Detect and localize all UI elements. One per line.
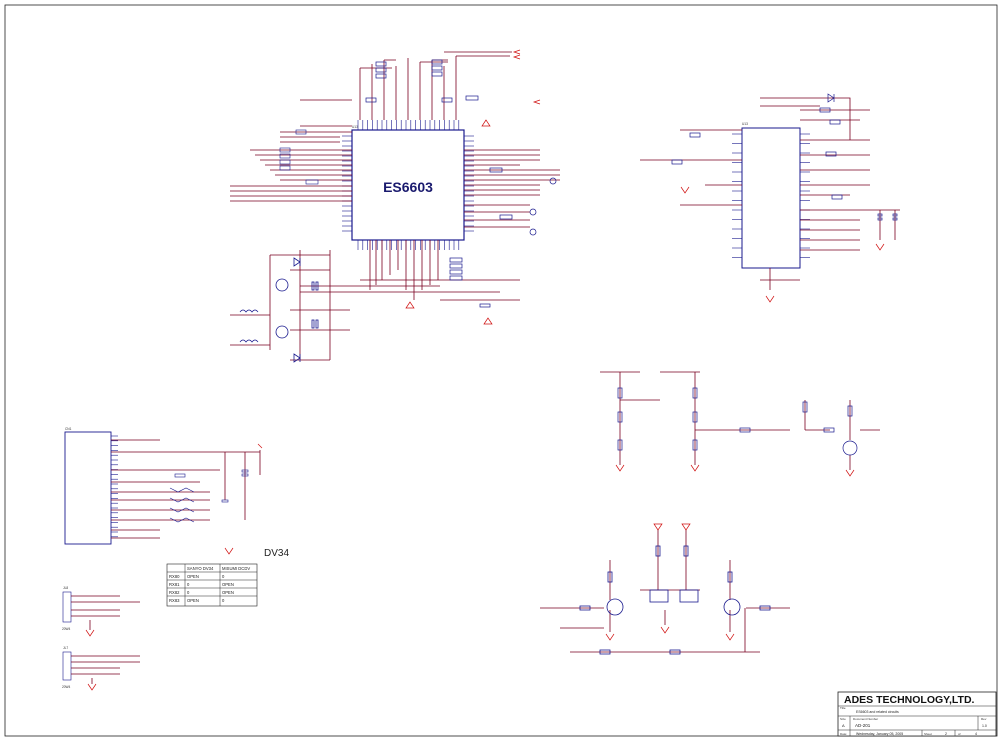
table-cell: OPEN	[187, 574, 199, 579]
docnum-value: AD-201	[855, 723, 871, 728]
es6603-block: ES6603 U13	[230, 49, 560, 325]
connector-cn1-block: CN1 DV34	[64, 427, 289, 559]
table-cell: 0	[187, 582, 190, 587]
table-cell: RX83	[169, 598, 180, 603]
table-cell: 0	[187, 590, 190, 595]
size-label: Size	[840, 717, 846, 721]
regulator-cluster	[230, 250, 350, 363]
jumper-jl8-body[interactable]	[62, 591, 72, 623]
table-header: SANYO DV34	[187, 566, 214, 571]
jumper-jl7-value: 20W4	[62, 685, 71, 689]
es6603-ref: U13	[352, 125, 358, 129]
of-label: of	[958, 732, 961, 736]
table-cell: OPEN	[222, 582, 234, 587]
connector-cn1[interactable]	[64, 431, 112, 545]
jumper-jl8: JL8 20W4	[62, 586, 140, 637]
docnum-label: Document Number	[853, 717, 878, 721]
date-value: Wednesday, January 05, 2005	[856, 732, 903, 736]
title-field-label: Title	[840, 706, 846, 710]
jumper-jl8-ref: JL8	[63, 586, 68, 590]
sheet-border	[4, 4, 998, 737]
company-name: ADES TECHNOLOGY,LTD.	[844, 694, 975, 706]
connector-label-dv34: DV34	[264, 548, 289, 559]
table-cell: 0	[222, 598, 225, 603]
jumper-jl8-value: 20W4	[62, 627, 71, 631]
table-cell: RX81	[169, 582, 180, 587]
jumper-jl7: JL7 20W4	[62, 646, 140, 691]
es6603-chip[interactable]	[351, 129, 465, 241]
rev-label: Rev	[981, 717, 987, 721]
es6603-label: ES6603	[383, 179, 433, 195]
table-header: MISUMI DCDV	[222, 566, 250, 571]
table-cell: OPEN	[187, 598, 199, 603]
secondary-ic-ref: U13	[742, 122, 748, 126]
sheet-value: 2	[945, 732, 947, 736]
title-value: ES6603 and related circuits	[856, 710, 899, 714]
jumper-jl7-body[interactable]	[62, 651, 72, 681]
jumper-jl7-ref: JL7	[63, 646, 68, 650]
connector-cn1-ref: CN1	[65, 427, 72, 431]
sheet-label: Sheet	[924, 732, 932, 736]
table-cell: OPEN	[222, 590, 234, 595]
title-block: ADES TECHNOLOGY,LTD. Title ES6603 and re…	[837, 691, 997, 737]
secondary-ic-block: U13	[640, 93, 900, 303]
table-cell: RX82	[169, 590, 180, 595]
secondary-ic[interactable]	[741, 127, 801, 269]
of-value: 4	[975, 732, 977, 736]
date-label: Date:	[840, 732, 847, 736]
size-value: A	[842, 723, 845, 728]
transistor-switch-circuit	[600, 371, 880, 477]
table-cell: 0	[222, 574, 225, 579]
mosfet-circuit	[540, 523, 790, 655]
rev-value: 1.0	[982, 724, 987, 728]
table-cell: RX80	[169, 574, 180, 579]
